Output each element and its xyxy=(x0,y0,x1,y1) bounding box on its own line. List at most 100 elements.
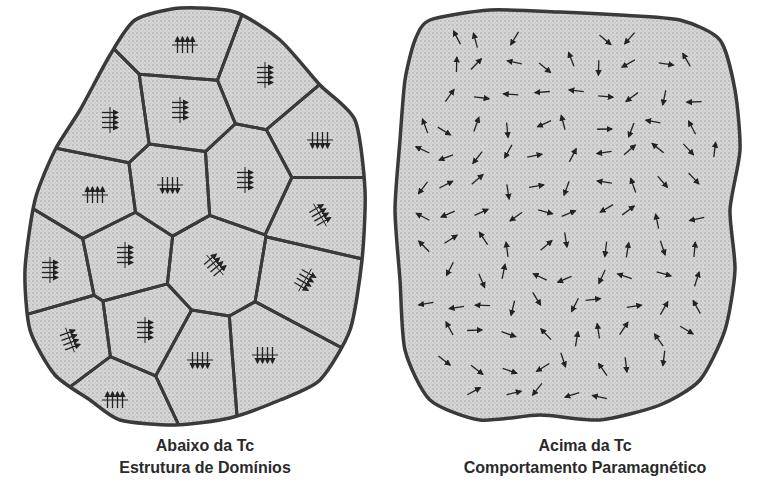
spin-arrow xyxy=(439,181,452,188)
spin-arrow xyxy=(474,117,479,131)
spin-arrow xyxy=(597,151,612,153)
domain-axis xyxy=(187,360,213,361)
spin-arrow xyxy=(693,301,700,314)
spin-arrow xyxy=(657,272,671,276)
spin-arrow xyxy=(683,144,693,155)
spin-arrow xyxy=(627,305,642,307)
spin-arrow xyxy=(527,154,542,157)
spin-arrow xyxy=(503,368,517,373)
spin-arrow xyxy=(502,332,516,337)
left-blob-outline xyxy=(25,8,365,425)
spin-arrow xyxy=(503,94,518,95)
spin-arrow xyxy=(467,388,480,395)
domain-axis xyxy=(102,400,128,401)
spin-arrow xyxy=(565,393,579,397)
spin-arrow xyxy=(439,155,453,160)
spin-arrow xyxy=(575,332,578,347)
spin-arrow xyxy=(474,209,488,215)
domain-wall xyxy=(255,237,400,379)
domain-axis xyxy=(252,355,278,356)
spin-arrow xyxy=(599,270,605,284)
domain-axis xyxy=(50,257,51,283)
spin-arrow xyxy=(416,147,430,153)
spin-arrow xyxy=(558,276,572,282)
spin-arrow xyxy=(507,61,522,64)
spin-arrow xyxy=(562,211,576,217)
spin-arrow xyxy=(690,217,705,220)
spin-arrow xyxy=(620,322,628,334)
spin-arrow xyxy=(416,213,429,220)
caption-text: Comportamento Paramagnético xyxy=(464,458,707,478)
spin-arrow xyxy=(663,351,665,366)
spin-arrow xyxy=(597,128,612,130)
domain-axis xyxy=(145,317,146,343)
spin-arrow xyxy=(605,242,607,257)
spin-arrow xyxy=(505,145,512,158)
caption-text: Estrutura de Domínios xyxy=(119,458,291,478)
domain-axis xyxy=(299,269,312,292)
spin-arrow xyxy=(714,142,716,157)
spin-arrow xyxy=(561,115,565,129)
domain-walls xyxy=(0,0,400,440)
spin-arrow xyxy=(538,210,552,214)
domain-wall xyxy=(265,178,400,268)
spin-arrow xyxy=(472,174,483,184)
caption-text: Acima da Tc xyxy=(538,436,631,456)
domain-axis xyxy=(66,328,75,352)
spin-arrow xyxy=(539,63,550,73)
spin-arrow xyxy=(599,363,608,375)
spin-arrow xyxy=(618,274,632,279)
domain-arrows xyxy=(42,37,333,408)
spin-arrow xyxy=(445,89,454,101)
spin-arrow xyxy=(659,63,674,65)
domain-axis xyxy=(180,97,181,123)
spin-arrow xyxy=(506,242,508,257)
spin-arrow xyxy=(449,306,464,308)
right-blob xyxy=(395,10,740,421)
spin-arrow xyxy=(444,235,457,243)
spin-arrow xyxy=(599,35,610,45)
spin-arrow xyxy=(473,152,482,164)
spin-arrow xyxy=(689,121,696,134)
spin-arrow xyxy=(479,232,487,244)
spin-arrow xyxy=(656,214,659,229)
spin-arrow xyxy=(419,302,434,305)
spin-arrow xyxy=(507,184,509,199)
random-spins xyxy=(416,31,716,399)
spin-arrow xyxy=(446,322,453,335)
spin-arrow xyxy=(475,305,490,307)
spin-arrow xyxy=(569,52,574,66)
spin-arrow xyxy=(541,329,551,340)
spin-arrow xyxy=(597,324,599,339)
domain-axis xyxy=(125,242,126,268)
spin-arrow xyxy=(572,298,579,311)
spin-arrow xyxy=(689,173,699,184)
spin-arrow xyxy=(441,211,455,217)
spin-arrow xyxy=(471,365,483,374)
spin-arrow xyxy=(592,395,607,398)
spin-arrow xyxy=(561,353,566,367)
domain-wall xyxy=(0,0,149,163)
caption-text: Abaixo da Tc xyxy=(156,436,254,456)
spin-arrow xyxy=(694,242,695,257)
spin-arrow xyxy=(510,212,522,221)
spin-arrow xyxy=(471,59,482,70)
domain-axis xyxy=(207,255,224,275)
spin-arrow xyxy=(680,326,693,334)
spin-arrow xyxy=(419,241,430,252)
spin-arrow xyxy=(511,301,514,316)
spin-arrow xyxy=(625,357,627,372)
left-blob-fill xyxy=(25,8,365,425)
spin-arrow xyxy=(626,93,638,102)
spin-arrow xyxy=(536,364,549,372)
spin-arrow xyxy=(660,302,667,315)
domain-wall xyxy=(229,302,400,440)
spin-arrow xyxy=(622,206,634,215)
spin-arrow xyxy=(533,274,547,280)
spin-arrow xyxy=(529,185,544,187)
spin-arrow xyxy=(507,391,522,395)
spin-arrow xyxy=(626,243,628,258)
domain-wall xyxy=(139,74,235,151)
spin-arrow xyxy=(456,57,458,72)
